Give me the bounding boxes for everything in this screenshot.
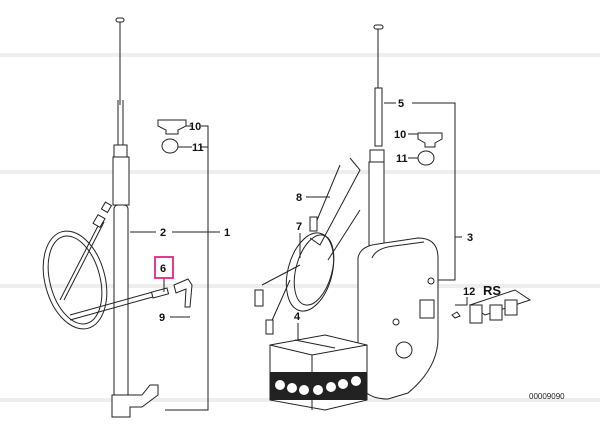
label-part-1[interactable]: 1: [224, 227, 230, 239]
drawing-code: 00009090: [529, 392, 565, 401]
antenna-cable-coil: [42, 201, 161, 330]
fuse-part-8: [309, 157, 361, 246]
label-part-11-right[interactable]: 11: [396, 153, 408, 165]
highlight-box: [154, 256, 174, 279]
label-part-2[interactable]: 2: [160, 227, 166, 239]
label-part-10-left[interactable]: 10: [189, 121, 201, 133]
relay-box-part-4[interactable]: [269, 334, 368, 411]
label-part-7[interactable]: 7: [296, 221, 302, 233]
label-part-10-right[interactable]: 10: [394, 129, 406, 141]
power-antenna[interactable]: [357, 24, 439, 400]
wiring-harness: [254, 209, 361, 362]
cable-plug-part-6[interactable]: [150, 278, 193, 308]
label-part-11-left[interactable]: 11: [192, 142, 204, 154]
label-rs: RS: [483, 283, 501, 298]
grommet-left: [157, 119, 187, 154]
leader-lines-left: [130, 125, 220, 411]
label-part-6[interactable]: 6: [160, 263, 166, 275]
label-part-8[interactable]: 8: [296, 192, 302, 204]
grommet-right: [417, 132, 443, 166]
label-part-4[interactable]: 4: [294, 311, 301, 323]
label-part-12[interactable]: 12: [463, 286, 475, 298]
antenna-bracket: [111, 384, 159, 418]
relay-socket-part-12[interactable]: [451, 289, 532, 324]
label-part-9[interactable]: 9: [159, 312, 165, 324]
leader-lines-right: [297, 102, 468, 340]
label-part-3[interactable]: 3: [467, 232, 473, 244]
label-part-5[interactable]: 5: [398, 98, 404, 110]
manual-antenna[interactable]: [112, 17, 130, 406]
